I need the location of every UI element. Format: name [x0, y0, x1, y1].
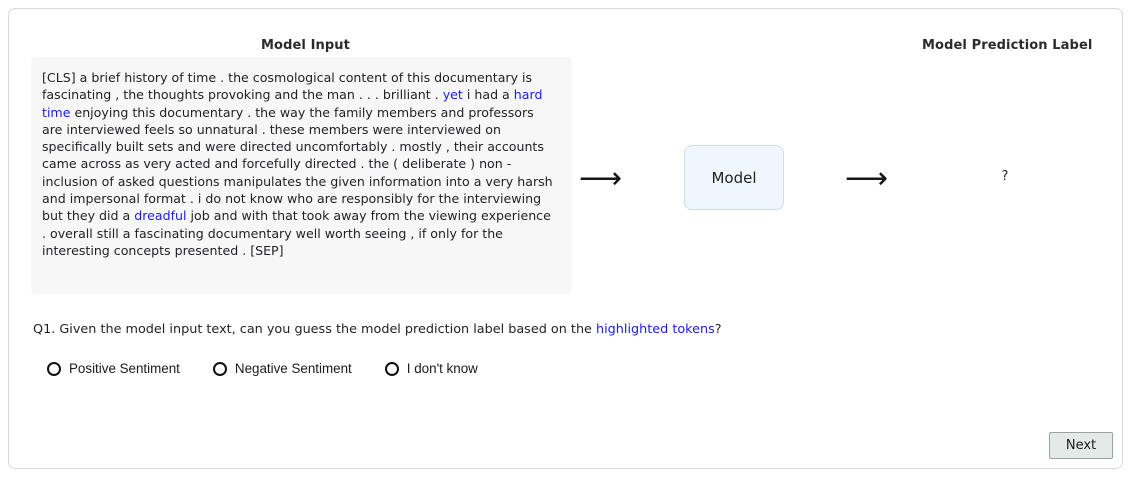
model-prediction-label-heading: Model Prediction Label: [922, 38, 1093, 53]
radio-button-icon[interactable]: [212, 361, 227, 376]
arrow-right-output-icon: ⟶: [845, 161, 889, 196]
model-input-heading: Model Input: [261, 38, 350, 53]
answer-option-label: Negative Sentiment: [234, 361, 352, 376]
arrow-right-input-icon: ⟶: [579, 161, 623, 196]
answer-option-label: I don't know: [406, 361, 478, 376]
next-button[interactable]: Next: [1049, 432, 1113, 459]
highlighted-token: yet: [442, 87, 463, 103]
question-text: Q1. Given the model input text, can you …: [33, 322, 722, 337]
input-text-segment: enjoying this documentary . the way the …: [42, 104, 553, 224]
radio-button-icon[interactable]: [384, 361, 399, 376]
model-input-panel: [CLS] a brief history of time . the cosm…: [31, 57, 572, 294]
model-input-text: [CLS] a brief history of time . the cosm…: [42, 69, 558, 259]
answer-option-3[interactable]: I don't know: [384, 361, 478, 376]
highlighted-token: dreadful: [134, 208, 187, 224]
question-prefix: Q1. Given the model input text, can you …: [33, 322, 596, 337]
model-box-label: Model: [711, 168, 757, 187]
input-text-segment: i had a: [462, 87, 514, 103]
question-highlight: highlighted tokens: [596, 322, 715, 337]
radio-button-icon[interactable]: [47, 361, 61, 376]
model-box: Model: [684, 145, 784, 210]
answer-option-label: Positive Sentiment: [69, 361, 180, 376]
answer-option-1[interactable]: Positive Sentiment: [47, 361, 180, 376]
answer-options-group: Positive Sentiment Negative Sentiment I do…: [47, 361, 511, 376]
input-text-segment: [CLS] a brief history of time . the cosm…: [42, 70, 533, 103]
model-prediction-value: ?: [1001, 169, 1009, 184]
task-card: Model Input Model Prediction Label [CLS]…: [8, 8, 1123, 469]
answer-option-2[interactable]: Negative Sentiment: [212, 361, 352, 376]
question-suffix: ?: [714, 322, 722, 337]
input-text-segment: job and with that took away from the vie…: [42, 208, 551, 258]
highlighted-token: hard time: [42, 87, 543, 120]
